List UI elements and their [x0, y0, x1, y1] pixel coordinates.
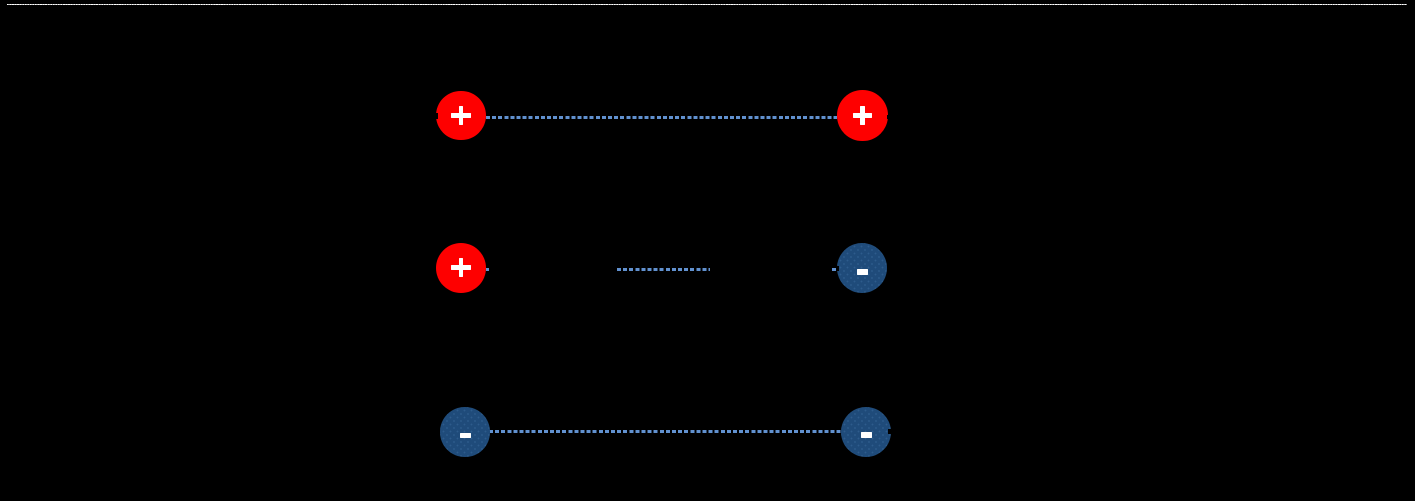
connector-dashed-segment-pair-1-1 — [485, 115, 837, 119]
negative-charge-right-pair-3 — [841, 406, 891, 457]
negative-charge-left-pair-3 — [440, 407, 490, 457]
arrow-overlap-notch-3 — [836, 266, 840, 272]
connector-dashed-segment-pair-2-1 — [485, 267, 489, 271]
minus-symbol-bar — [860, 432, 872, 439]
positive-charge-left-pair-2 — [436, 243, 486, 293]
minus-symbol-bar — [857, 268, 868, 275]
negative-charge-right-pair-2 — [837, 243, 888, 294]
connector-dashed-segment-pair-2-3 — [832, 267, 837, 271]
minus-symbol-bar — [459, 432, 471, 439]
arrow-overlap-notch-4 — [888, 428, 892, 435]
arrow-overlap-notch-1 — [436, 112, 439, 120]
arrow-overlap-notch-2 — [886, 115, 889, 119]
connector-dashed-segment-pair-3-1 — [489, 429, 841, 433]
plus-symbol-horizontal-bar — [451, 112, 471, 118]
positive-charge-right-pair-1 — [837, 90, 888, 141]
plus-symbol-horizontal-bar — [451, 265, 471, 271]
top-divider-line — [7, 3, 1407, 5]
connector-dashed-segment-pair-2-2 — [616, 267, 711, 271]
positive-charge-left-pair-1 — [436, 90, 486, 141]
plus-symbol-horizontal-bar — [852, 112, 872, 118]
